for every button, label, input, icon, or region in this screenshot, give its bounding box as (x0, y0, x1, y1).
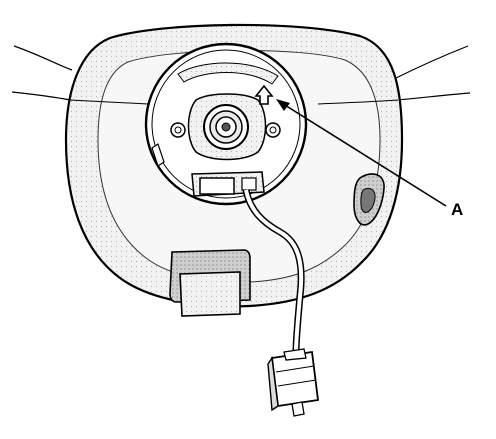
cable-reel-assembly (144, 42, 308, 206)
harness-connector-plug (267, 348, 320, 417)
side-switch (353, 173, 385, 226)
left-mount-screw (170, 122, 186, 138)
reel-rotor (203, 104, 249, 150)
hub-bottom-tab (169, 249, 251, 317)
harness-cable (242, 189, 305, 353)
reel-connector (191, 171, 265, 197)
callout-leader-a (276, 99, 447, 207)
right-spokes (391, 45, 471, 101)
hub-trim-line (69, 99, 399, 105)
left-spokes (11, 45, 73, 101)
callout-label-a: A (451, 200, 464, 219)
right-mount-screw (265, 122, 281, 138)
alignment-mark-icon (254, 84, 274, 105)
